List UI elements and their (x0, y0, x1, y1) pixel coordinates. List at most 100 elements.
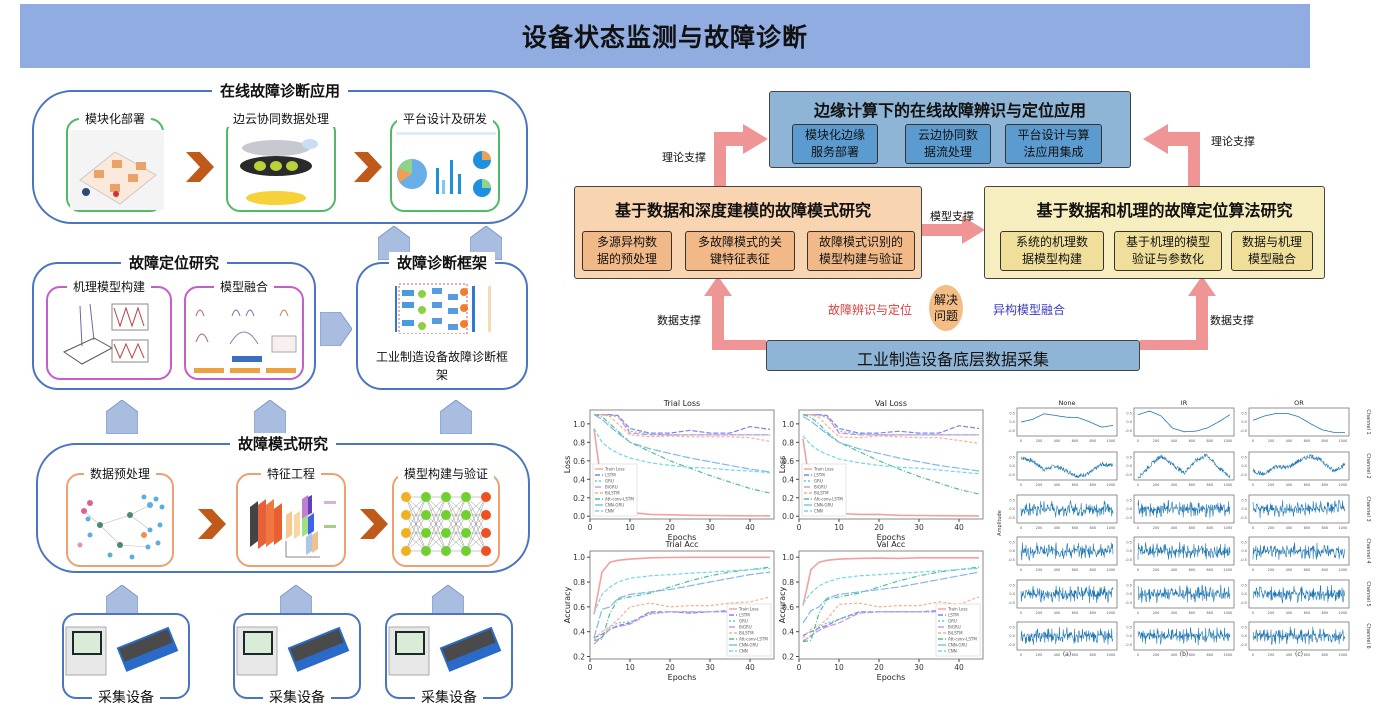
series-line-bigru (803, 414, 979, 436)
acquisition-device-2: 采集设备 (233, 613, 361, 707)
nn-node (401, 492, 411, 502)
y-tick-label: 0.0 (1126, 507, 1132, 511)
legend-label: GRU (948, 619, 957, 624)
x-tick-label: 40 (954, 523, 964, 532)
data-preprocessing-step: 数据预处理 (66, 465, 174, 567)
column-caption: (a) (1063, 651, 1071, 658)
x-tick-label: 800 (1207, 653, 1214, 657)
signal-line (1137, 584, 1231, 604)
signal-line (1137, 627, 1231, 646)
y-tick-label: 0.6 (782, 603, 794, 612)
signal-line (1020, 413, 1114, 428)
y-tick-label: 0.4 (782, 475, 794, 484)
x-tick-label: 0 (1020, 439, 1022, 443)
y-tick-label: -0.5 (1008, 643, 1015, 647)
right-arrow-icon (320, 312, 352, 346)
series-line-bilstm (802, 596, 980, 639)
x-tick-label: 600 (1189, 483, 1196, 487)
x-tick-label: 200 (1153, 568, 1160, 572)
y-tick-label: 0.4 (573, 628, 585, 637)
x-tick-label: 600 (1072, 568, 1079, 572)
x-tick-label: 30 (914, 523, 924, 532)
y-tick-label: 0.6 (573, 603, 585, 612)
online-diagnosis-panel: 在线故障诊断应用 模块化部署 边云协同数据处理 平台设计及研发 (32, 80, 528, 224)
legend-label: GRU (605, 479, 614, 484)
series-line-cnn-gru (802, 415, 980, 472)
y-tick-label: 0.0 (1126, 592, 1132, 596)
x-tick-label: 600 (1304, 611, 1311, 615)
x-axis-label: Epochs (877, 533, 906, 541)
x-tick-label: 400 (1171, 439, 1178, 443)
up-arrow-icon (280, 585, 312, 619)
step-label: 模型构建与验证 (397, 465, 495, 482)
chevron-right-icon (354, 152, 382, 182)
x-tick-label: 400 (1171, 526, 1178, 530)
diagnosis-framework-title: 故障诊断框架 (388, 252, 496, 273)
signal-plot-area (1248, 407, 1350, 437)
series-line-bilstm (593, 596, 771, 640)
x-tick-label: 600 (1072, 611, 1079, 615)
x-tick-label: 800 (1322, 483, 1329, 487)
y-tick-label: 0.0 (1241, 420, 1247, 424)
x-tick-label: 200 (1268, 526, 1275, 530)
step-label: 机理模型构建 (66, 278, 152, 295)
cnn-feature-image (250, 495, 336, 558)
x-tick-label: 40 (745, 663, 755, 672)
y-tick-label: 0.5 (1126, 626, 1132, 630)
x-tick-label: 0 (1252, 439, 1254, 443)
legend-label: LSTM (814, 473, 825, 478)
x-tick-label: 600 (1189, 611, 1196, 615)
page-header: 设备状态监测与故障诊断 (20, 4, 1310, 68)
nn-node (441, 546, 451, 556)
right-item-3: 数据与机理模型融合 (1231, 231, 1313, 271)
x-tick-label: 400 (1054, 439, 1061, 443)
model-build-verify-step: 模型构建与验证 (392, 465, 500, 567)
nn-node (421, 546, 431, 556)
legend-label: Train Loss (738, 607, 759, 612)
signal-line (1020, 542, 1114, 562)
series-line-cnn (593, 428, 771, 474)
x-tick-label: 1000 (1106, 568, 1115, 572)
step-label: 平台设计及研发 (396, 110, 494, 127)
x-tick-label: 200 (1036, 653, 1043, 657)
y-tick-label: 0.5 (1241, 456, 1247, 460)
x-tick-label: 600 (1304, 653, 1311, 657)
model-support-label: 模型支撑 (930, 210, 974, 223)
x-tick-label: 600 (1304, 568, 1311, 572)
y-tick-label: 0.4 (782, 628, 794, 637)
x-tick-label: 1000 (1223, 483, 1232, 487)
x-tick-label: 600 (1304, 526, 1311, 530)
column-caption: (b) (1180, 651, 1189, 658)
left-item-text: 故障模式识别的模型构建与验证 (818, 235, 903, 266)
x-tick-label: 800 (1207, 611, 1214, 615)
x-axis-label: Epochs (668, 533, 697, 541)
y-axis-label: Loss (563, 456, 572, 474)
x-tick-label: 200 (1153, 611, 1160, 615)
x-tick-label: 0 (1020, 568, 1022, 572)
y-tick-label: -0.5 (1008, 601, 1015, 605)
row-label: Channel 3 (1365, 496, 1371, 521)
series-line-cnn (593, 567, 771, 614)
x-tick-label: 20 (665, 523, 675, 532)
left-item-1: 多源异构数据的预处理 (582, 231, 672, 271)
right-item-text: 基于机理的模型验证与参数化 (1125, 235, 1210, 266)
step-label: 模块化部署 (78, 110, 152, 127)
neural-network-image (401, 492, 491, 556)
mechanism-model-step: 机理模型构建 (46, 278, 172, 380)
x-tick-label: 800 (1090, 483, 1097, 487)
step-edge-cloud: 边云协同数据处理 (226, 110, 336, 212)
y-tick-label: 0.0 (1126, 549, 1132, 553)
x-tick-label: 0 (588, 663, 593, 672)
acquisition-device-image (236, 626, 350, 676)
series-line-lstm (803, 414, 980, 434)
fault-mode-research-title: 基于数据和深度建模的故障模式研究 (614, 201, 871, 220)
signal-line (1252, 626, 1346, 645)
legend-label: CNN (739, 649, 748, 654)
x-tick-label: 0 (1252, 483, 1254, 487)
y-tick-label: 0.0 (1009, 592, 1015, 596)
mechanism-model-image (62, 303, 149, 365)
x-tick-label: 1000 (1223, 439, 1232, 443)
